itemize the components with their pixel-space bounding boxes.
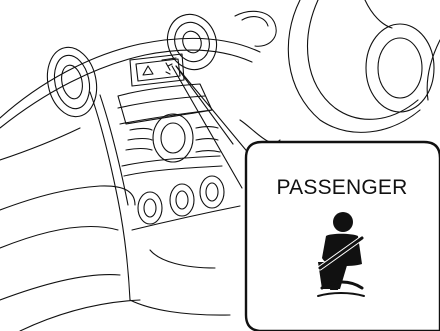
steering-wheel [240, 0, 440, 143]
callout-label: PASSENGER [252, 176, 432, 200]
center-console [118, 84, 222, 176]
passenger-seatbelt-indicator-icon [166, 63, 172, 74]
right-air-vent [235, 11, 276, 46]
hazard-triangle-icon [143, 66, 153, 75]
indicator-panel [130, 54, 184, 86]
left-air-vent [41, 43, 103, 121]
climate-knobs [132, 176, 240, 230]
center-air-vent [160, 7, 224, 76]
dashboard-outline [0, 38, 260, 331]
